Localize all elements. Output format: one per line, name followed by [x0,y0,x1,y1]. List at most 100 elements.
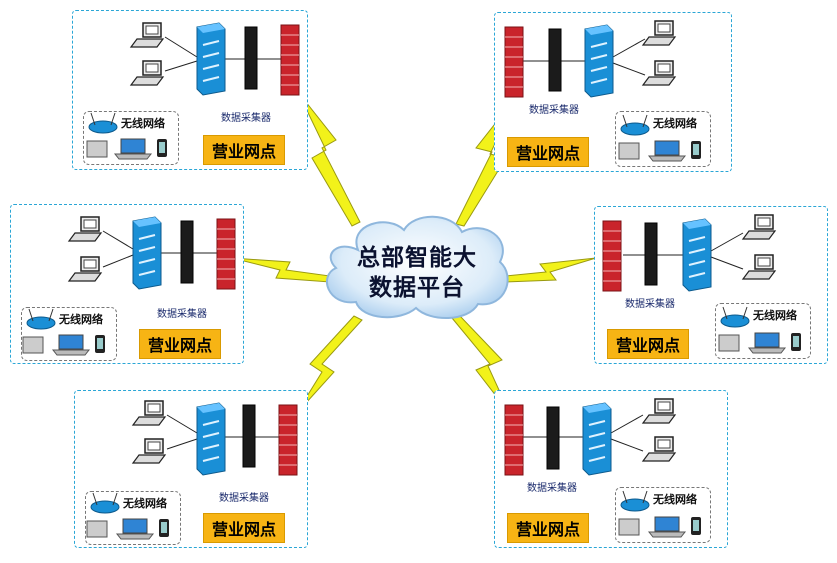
branch-site-bottom-right: 无线网络 数据采集器 营业网点 [494,390,728,548]
branch-site-top-left: 无线网络 数据采集器 营业网点 [72,10,308,170]
branch-network-art [504,20,701,162]
tablet-icon [86,140,108,158]
router-icon [620,114,650,136]
branch-site-label: 营业网点 [507,513,590,543]
cloud-icon [325,215,509,320]
branch-site-label: 营业网点 [203,135,286,165]
lightning-link-icon [231,257,331,283]
tablet-icon [618,142,640,160]
branch-site-label: 营业网点 [607,329,690,359]
firewall-icon [280,24,300,96]
lightning-link-icon [455,91,521,227]
phone-icon [159,519,169,537]
collector-icon [180,220,194,284]
switch-icon [132,216,162,290]
laptop-icon [113,138,153,160]
wireless-network-group [21,307,117,361]
router-icon [720,306,750,328]
computer-icon [741,254,777,280]
phone-icon [157,139,167,157]
collector-icon [546,406,560,470]
computer-icon [741,214,777,240]
collector-label: 数据采集器 [221,113,271,124]
firewall-icon [216,218,236,290]
branch-network-art [504,398,701,538]
collector-label: 数据采集器 [157,309,207,320]
firewall-icon [278,404,298,476]
computer-icon [641,436,677,462]
collector-icon [548,28,562,92]
branch-site-middle-right: 无线网络 数据采集器 营业网点 [594,206,828,364]
wireless-network-label: 无线网络 [121,117,165,130]
hq-title-line1: 总部智能大 [357,245,477,271]
firewall-icon [602,220,622,292]
wireless-network-group [85,491,181,545]
tablet-icon [22,336,44,354]
branch-network-art [22,216,236,356]
tablet-icon [618,518,640,536]
lightning-link-icon [505,257,597,283]
hq-cloud: 总部智能大 数据平台 [318,210,516,322]
branch-network-art [602,214,801,354]
switch-icon [196,402,226,476]
tablet-icon [86,520,108,538]
laptop-icon [747,332,787,354]
router-icon [90,492,120,514]
branch-site-middle-left: 无线网络 数据采集器 营业网点 [10,204,244,364]
switch-icon [196,22,226,96]
switch-icon [582,402,612,476]
wireless-network-label: 无线网络 [653,493,697,506]
computer-icon [641,60,677,86]
computer-icon [67,216,103,242]
wireless-network-group [615,487,711,543]
collector-label: 数据采集器 [625,299,675,310]
wireless-network-group [715,303,811,359]
router-icon [620,490,650,512]
wireless-network-label: 无线网络 [123,497,167,510]
phone-icon [95,335,105,353]
phone-icon [791,333,801,351]
collector-icon [244,26,258,90]
collector-label: 数据采集器 [527,483,577,494]
lightning-link-icon [297,91,361,227]
computer-icon [129,22,165,48]
collector-label: 数据采集器 [529,105,579,116]
branch-site-bottom-left: 无线网络 数据采集器 营业网点 [74,390,308,548]
collector-icon [242,404,256,468]
firewall-icon [504,404,524,476]
branch-site-label: 营业网点 [139,329,222,359]
wireless-network-group [615,111,711,167]
phone-icon [691,141,701,159]
branch-network-art [86,22,300,160]
branch-site-top-right: 无线网络 数据采集器 营业网点 [494,12,732,172]
switch-icon [682,218,712,292]
computer-icon [641,398,677,424]
branch-site-label: 营业网点 [507,137,590,167]
computer-icon [641,20,677,46]
router-icon [26,308,56,330]
switch-icon [584,24,614,98]
hq-title-line2: 数据平台 [369,275,465,301]
wireless-network-label: 无线网络 [653,117,697,130]
collector-icon [644,222,658,286]
router-icon [88,112,118,134]
laptop-icon [647,516,687,538]
collector-label: 数据采集器 [219,493,269,504]
lightning-link-icon [295,315,363,415]
branch-site-label: 营业网点 [203,513,286,543]
computer-icon [131,438,167,464]
laptop-icon [51,334,91,356]
wireless-network-label: 无线网络 [753,309,797,322]
phone-icon [691,517,701,535]
branch-network-art [86,400,298,540]
laptop-icon [647,140,687,162]
tablet-icon [718,334,740,352]
computer-icon [67,256,103,282]
wireless-network-group [83,111,179,165]
firewall-icon [504,26,524,98]
computer-icon [131,400,167,426]
computer-icon [129,60,165,86]
wireless-network-label: 无线网络 [59,313,103,326]
laptop-icon [115,518,155,540]
